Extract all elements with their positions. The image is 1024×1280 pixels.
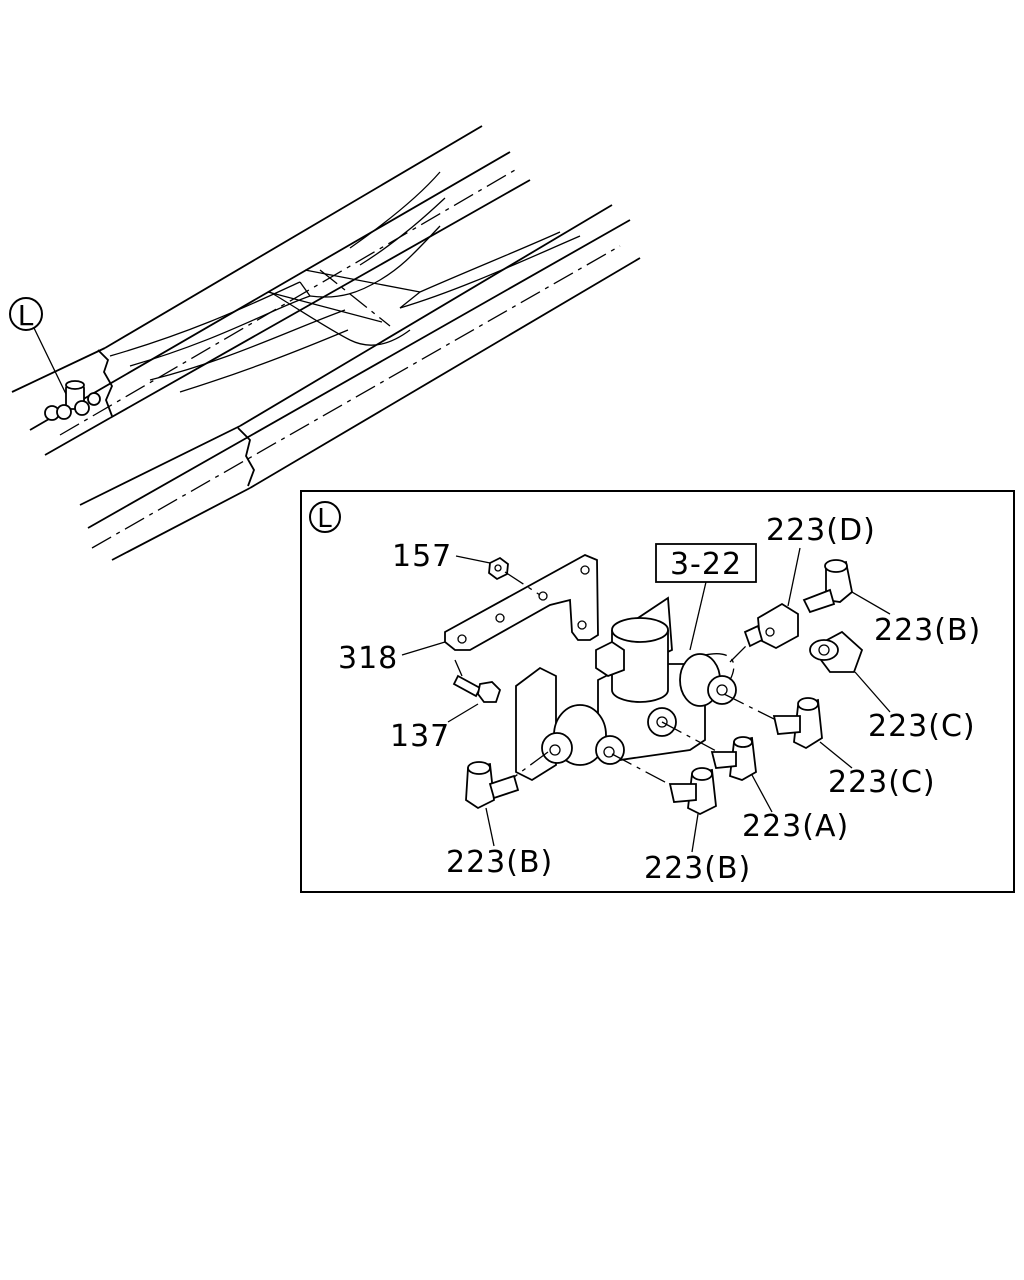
label-318: 318: [338, 641, 398, 676]
reference-box: 3-22: [655, 543, 757, 651]
fitting-223-b-bottom: [668, 767, 717, 816]
label-223-b-left: 223(B): [446, 845, 553, 880]
detail-view-l: L 3-22: [300, 490, 1015, 893]
svg-text:L: L: [18, 299, 35, 332]
callout-l-overview: L: [9, 297, 67, 395]
fitting-223-c-mid: [772, 697, 823, 750]
valve-location-icon: [44, 380, 101, 421]
callout-l-detail: L: [309, 501, 341, 534]
part-labels: 157 318 137 223(D) 223(B) 223(C) 223(C) …: [338, 513, 981, 886]
svg-text:3-22: 3-22: [670, 547, 742, 582]
svg-text:L: L: [317, 504, 333, 534]
fitting-223-a: [710, 736, 757, 781]
fitting-223-b-left: [465, 761, 520, 810]
label-223-b-top: 223(B): [874, 613, 981, 648]
label-223-d: 223(D): [766, 513, 876, 548]
label-137: 137: [390, 719, 450, 754]
label-223-a: 223(A): [742, 809, 849, 844]
mounting-bracket: [444, 554, 599, 651]
label-223-b-bottom: 223(B): [644, 851, 751, 886]
label-157: 157: [392, 539, 452, 574]
nut-157: [488, 556, 541, 596]
relay-valve: [515, 596, 753, 782]
fitting-223-d: [743, 602, 799, 650]
label-223-c-mid: 223(C): [828, 765, 936, 800]
fitting-223-b-top: [802, 559, 853, 614]
bolt-137: [452, 659, 502, 703]
label-223-c-top: 223(C): [868, 709, 976, 744]
frame-overview: L: [9, 125, 641, 561]
fitting-223-c-top: [809, 630, 864, 673]
